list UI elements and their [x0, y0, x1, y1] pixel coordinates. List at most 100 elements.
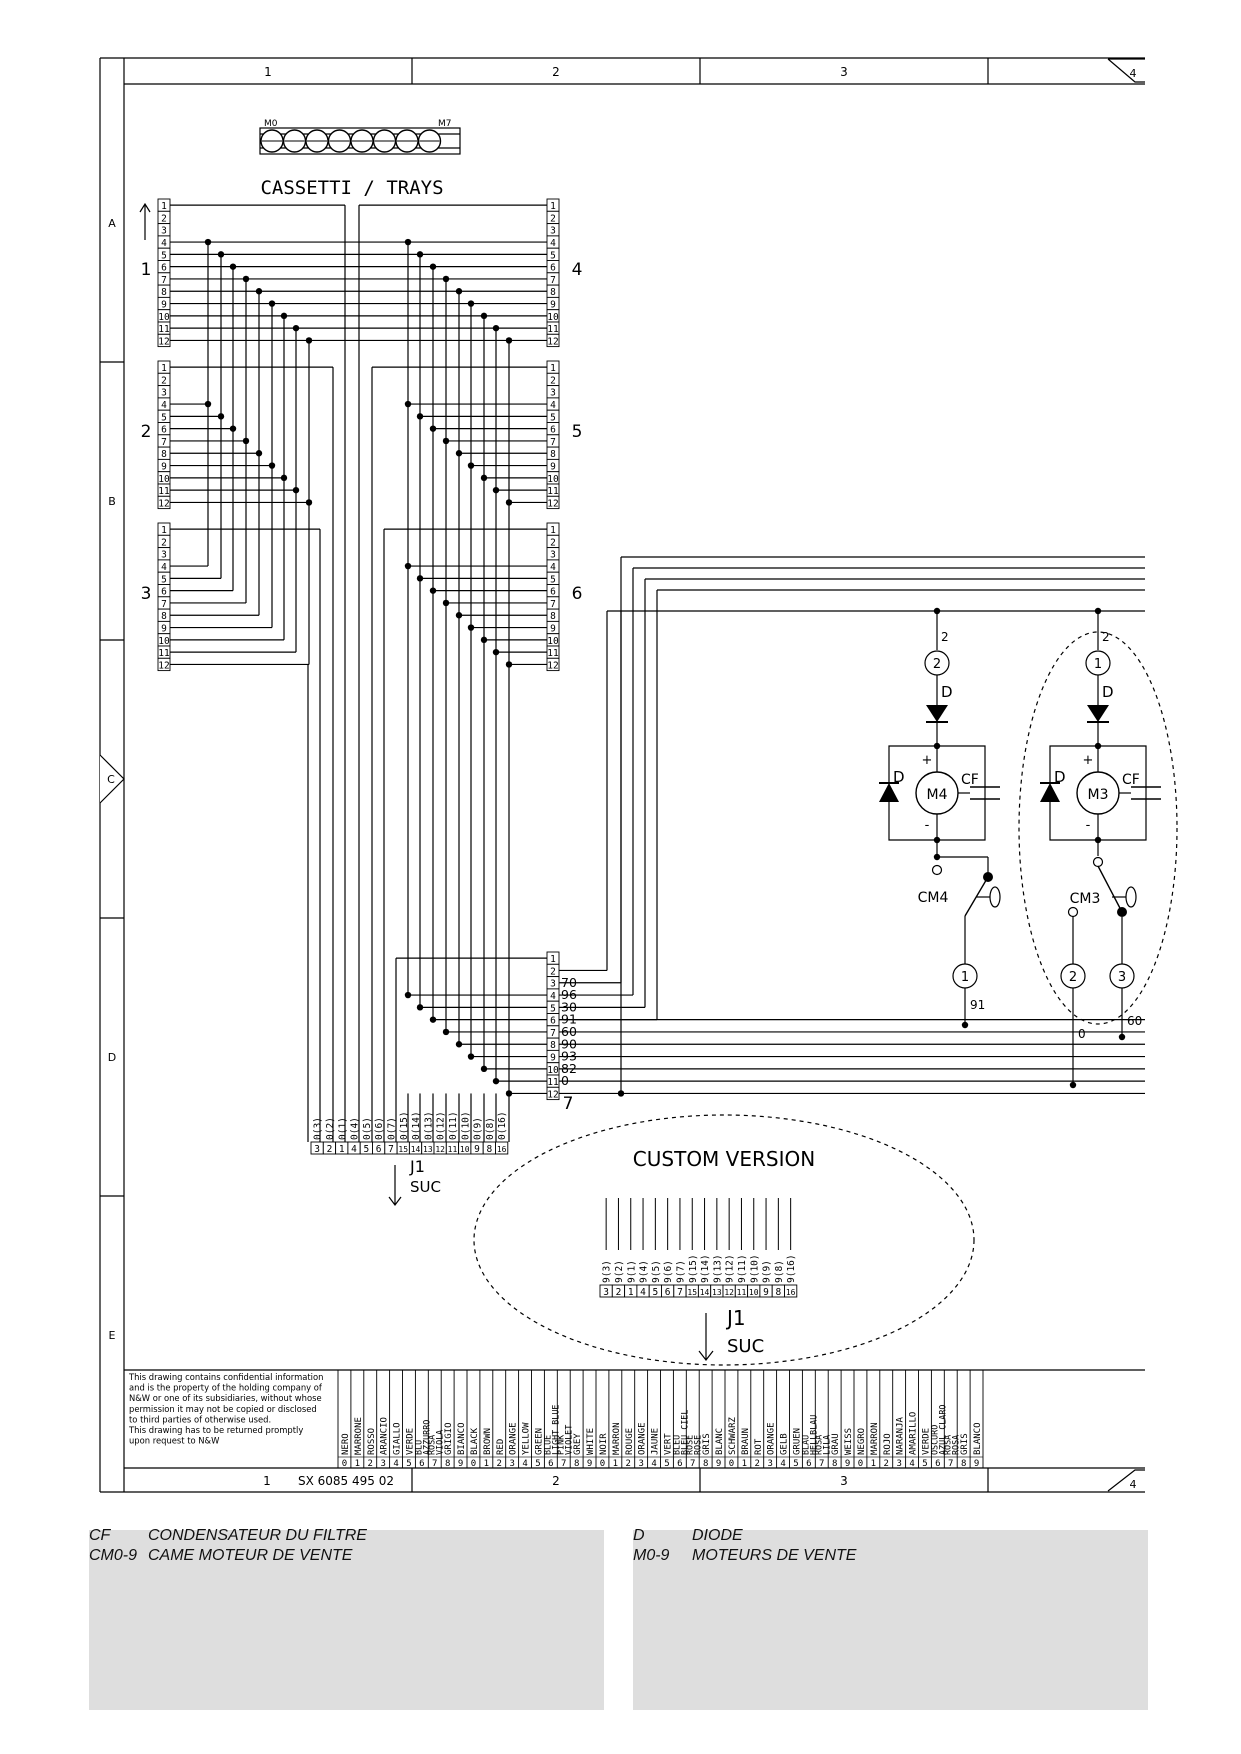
- pin-number: 13: [712, 1288, 722, 1297]
- wire-number: 91: [970, 998, 985, 1012]
- color-code: 9: [974, 1459, 979, 1469]
- pin-number: 6: [161, 425, 167, 436]
- junction-dot: [204, 238, 212, 246]
- legend-left-panel: [89, 1530, 604, 1710]
- junction-dot: [1118, 1033, 1126, 1041]
- confidentiality-notice: upon request to N&W: [129, 1436, 219, 1446]
- color-name: VERDE: [405, 1428, 415, 1455]
- color-code: 9: [587, 1459, 592, 1469]
- pin-number: 12: [547, 498, 558, 509]
- color-name: ROSA: [813, 1435, 823, 1455]
- up-arrow: [139, 202, 151, 240]
- wire-code: 0(16): [497, 1111, 508, 1140]
- pin-number: 12: [158, 498, 169, 509]
- node-number: 1: [961, 970, 969, 985]
- custom-j1-sub: SUC: [727, 1336, 764, 1357]
- switch-contact: [1092, 856, 1104, 868]
- color-code: 8: [574, 1459, 579, 1469]
- color-name: BLANC: [715, 1428, 725, 1455]
- pin-number: 1: [161, 525, 167, 536]
- pin-number: 4: [640, 1287, 646, 1298]
- confidentiality-notice: This drawing has to be returned promptly: [128, 1425, 303, 1435]
- pin-number: 10: [547, 1065, 559, 1076]
- confidentiality-notice: to third parties of otherwise used.: [129, 1414, 271, 1424]
- pin-number: 5: [550, 250, 556, 261]
- color-name: ROSE: [684, 1435, 694, 1455]
- pin-number: 4: [550, 562, 556, 573]
- motor-minus: -: [925, 818, 930, 833]
- color-name: PINK: [555, 1434, 565, 1455]
- wire-number: 60: [1127, 1014, 1142, 1028]
- color-name: OSCURO: [929, 1425, 939, 1455]
- pin-number: 8: [161, 287, 167, 298]
- pin-number: 2: [550, 213, 556, 224]
- switch-cam: [989, 886, 1001, 908]
- row-label: B: [108, 495, 116, 508]
- color-code: 7: [819, 1459, 824, 1469]
- color-name: ROJO: [883, 1433, 893, 1455]
- pin-number: 3: [603, 1287, 609, 1298]
- pin-number: 3: [550, 550, 556, 561]
- color-name: NEGRO: [857, 1428, 867, 1455]
- color-code: 2: [368, 1459, 373, 1469]
- column-label: 2: [552, 1474, 560, 1488]
- pin-number: 12: [158, 336, 169, 347]
- switch-lever: [1097, 865, 1123, 913]
- junction-dot: [292, 324, 300, 332]
- color-code: 6: [419, 1459, 424, 1469]
- color-name: GRUEN: [792, 1428, 802, 1455]
- pin-number: 4: [161, 400, 167, 411]
- color-code: 7: [690, 1459, 695, 1469]
- wire-code: 9(14): [700, 1254, 711, 1283]
- column-label: 4: [1130, 67, 1137, 80]
- wire-code: 9(8): [774, 1260, 785, 1283]
- wire-number: 2: [1102, 630, 1110, 644]
- pin-number: 9: [550, 624, 556, 635]
- color-code: 7: [948, 1459, 953, 1469]
- color-code: 2: [884, 1459, 889, 1469]
- pin-number: 2: [550, 375, 556, 386]
- column-label: 3: [840, 1474, 848, 1488]
- pin-number: 10: [158, 474, 170, 485]
- wire-number: 0: [1078, 1027, 1086, 1041]
- color-name: MARRONE: [354, 1417, 364, 1455]
- color-name: ROSA: [942, 1435, 952, 1455]
- wire-code: 9(4): [639, 1260, 650, 1283]
- pin-number: 8: [550, 1040, 556, 1051]
- pin-number: 7: [550, 1028, 556, 1039]
- color-code: 5: [793, 1459, 798, 1469]
- color-code: 7: [432, 1459, 437, 1469]
- color-code: 9: [458, 1459, 463, 1469]
- legend-desc: CONDENSATEUR DU FILTRE: [148, 1527, 367, 1544]
- pin-number: 4: [351, 1144, 357, 1155]
- wire-code: 9(1): [626, 1260, 637, 1283]
- wire-code: 0(10): [460, 1111, 471, 1140]
- pin-number: 1: [550, 363, 556, 374]
- color-code: 5: [535, 1459, 540, 1469]
- pin-number: 13: [423, 1145, 433, 1154]
- pin-number: 5: [550, 574, 556, 585]
- pin-number: 6: [550, 587, 556, 598]
- node-number: 3: [1118, 970, 1126, 985]
- color-code: 3: [896, 1459, 901, 1469]
- color-name: GRIGIO: [444, 1422, 454, 1455]
- pin-number: 9: [161, 300, 167, 311]
- color-name: GIALLO: [393, 1422, 403, 1455]
- color-name: GREY: [573, 1433, 583, 1455]
- pin-number: 9: [550, 300, 556, 311]
- pin-number: 6: [550, 425, 556, 436]
- junction-dot: [467, 300, 475, 307]
- legend-abbr: D: [633, 1527, 645, 1544]
- color-name: VIOLA: [434, 1430, 444, 1455]
- color-name: YELLOW: [522, 1422, 532, 1455]
- pin-number: 7: [388, 1144, 394, 1155]
- m3-group-outline: [1018, 631, 1178, 1025]
- legend-right-panel: [633, 1530, 1148, 1710]
- motor-label: M3: [1088, 787, 1109, 803]
- tray-number-left: 1: [141, 260, 152, 280]
- wire-code: 0(14): [411, 1111, 422, 1140]
- pin-number: 11: [547, 1077, 559, 1088]
- pin-number: 2: [161, 375, 167, 386]
- pin-number: 3: [161, 550, 167, 561]
